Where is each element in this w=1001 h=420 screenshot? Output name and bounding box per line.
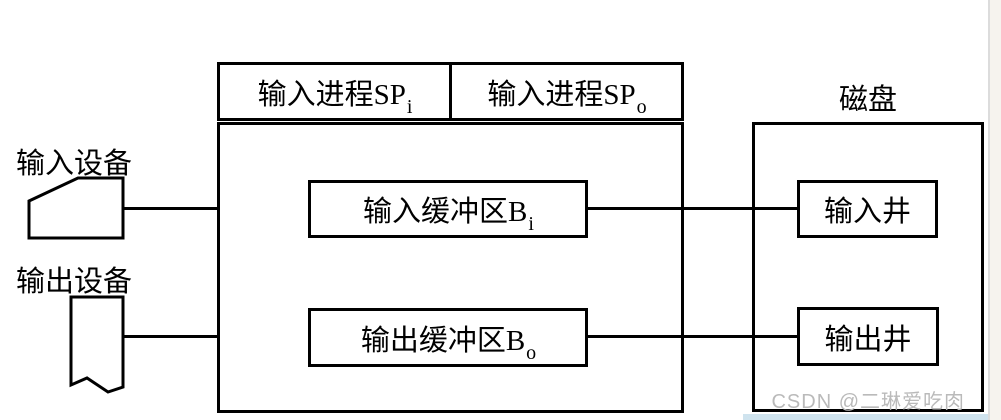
output-device-label: 输出设备 (16, 266, 133, 298)
input-well-label: 输入井 (823, 196, 911, 228)
output-process-subscript: o (636, 95, 647, 118)
disk-label: 磁盘 (838, 84, 897, 116)
output-buffer-subscript: o (526, 341, 537, 364)
input-process-label: 输入进程SPi (257, 78, 413, 118)
input-process-subscript: i (406, 95, 413, 118)
process-row: 输入进程SPi 输入进程SPo (217, 62, 684, 121)
output-process-label: 输入进程SPo (487, 78, 647, 118)
page-margin (990, 0, 1001, 420)
output-buffer-well-connector-line (586, 335, 799, 338)
watermark: CSDN @二琳爱吃肉 (771, 391, 965, 413)
bottom-highlight-strip (743, 414, 988, 420)
output-well-box: 输出井 (797, 307, 939, 366)
input-device-label: 输入设备 (16, 148, 133, 180)
input-buffer-well-connector-line (586, 207, 799, 210)
input-well-box: 输入井 (797, 180, 938, 238)
input-device-connector-line (123, 207, 219, 210)
output-process-box: 输入进程SPo (449, 65, 681, 118)
output-device-connector-line (123, 335, 219, 338)
input-process-box: 输入进程SPi (220, 65, 449, 118)
input-buffer-box: 输入缓冲区Bi (308, 180, 588, 238)
input-buffer-subscript: i (528, 213, 534, 235)
disk-box (752, 122, 984, 412)
page-edge-line (988, 0, 990, 420)
memory-region-box (217, 122, 684, 413)
output-buffer-label: 输出缓冲区Bo (360, 324, 537, 364)
input-buffer-label: 输入缓冲区Bi (363, 196, 534, 235)
output-buffer-box: 输出缓冲区Bo (308, 308, 588, 367)
output-well-label: 输出井 (824, 323, 912, 356)
output-device-icon (69, 295, 125, 394)
input-device-icon (27, 176, 125, 240)
